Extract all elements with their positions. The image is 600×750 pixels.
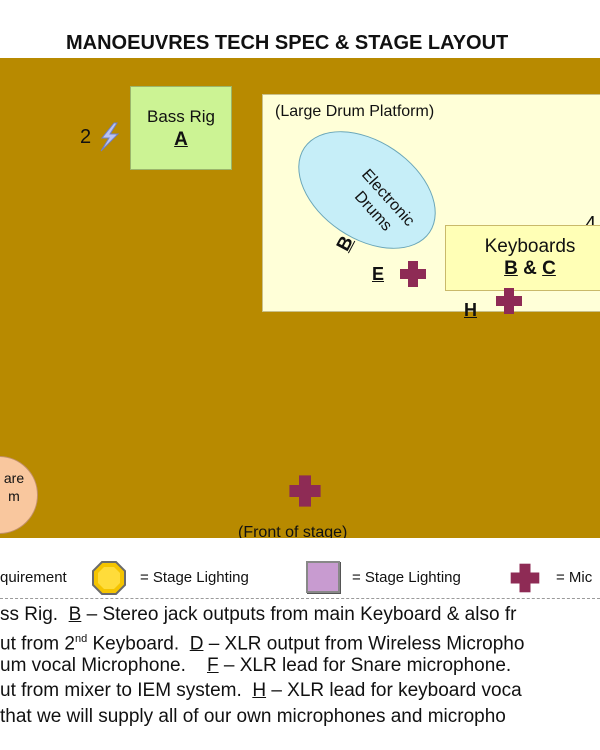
bass-rig-letter: A [174,129,188,150]
stage-area: 2 Bass Rig A (Large Drum Platform) Elect… [0,58,600,538]
mic-cross-icon [289,475,321,507]
notes: ss Rig. B – Stereo jack outputs from mai… [0,602,600,750]
snare-drum-circle: are m [0,456,38,534]
lightning-bolt-icon [100,122,120,152]
legend-requirement: quirement [0,569,67,586]
mic-cross-icon [496,288,522,314]
mic-label-h: H [464,300,477,320]
octagon-light-icon [92,561,126,595]
keyboards-label: Keyboards [484,236,576,257]
mic-label-e: E [372,264,385,284]
legend-mic: = Mic [556,569,593,586]
legend: quirement = Stage Lighting = Stage Light… [0,560,600,596]
divider [0,598,600,599]
keyboards-box: Keyboards B & C [445,225,600,291]
bass-rig-box: Bass Rig A [130,86,232,170]
bass-rig-label: Bass Rig [146,107,216,126]
legend-lighting-1: = Stage Lighting [140,569,249,586]
page-title: MANOEUVRES TECH SPEC & STAGE LAYOUT [66,32,509,54]
platform-label: (Large Drum Platform) [275,103,435,120]
mic-cross-icon [510,563,540,593]
power-count-right: 4 [585,213,597,235]
note-row: ut from mixer to IEM system. H – XLR lea… [0,680,522,701]
note-row: ut from 2nd Keyboard. D – XLR output fro… [0,633,525,655]
note-row: ss Rig. B – Stereo jack outputs from mai… [0,604,517,625]
power-count-left: 2 [80,126,92,148]
keyboards-letters: B & C [504,258,556,279]
mic-cross-icon [400,261,426,287]
note-row: that we will supply all of our own micro… [0,706,506,727]
legend-lighting-2: = Stage Lighting [352,569,461,586]
drum-platform: (Large Drum Platform) Electronic Drums B… [262,94,600,312]
lighting-box-icon [306,561,340,593]
note-row: um vocal Microphone. F – XLR lead for Sn… [0,655,512,676]
front-of-stage-label: (Front of stage) [238,524,348,538]
